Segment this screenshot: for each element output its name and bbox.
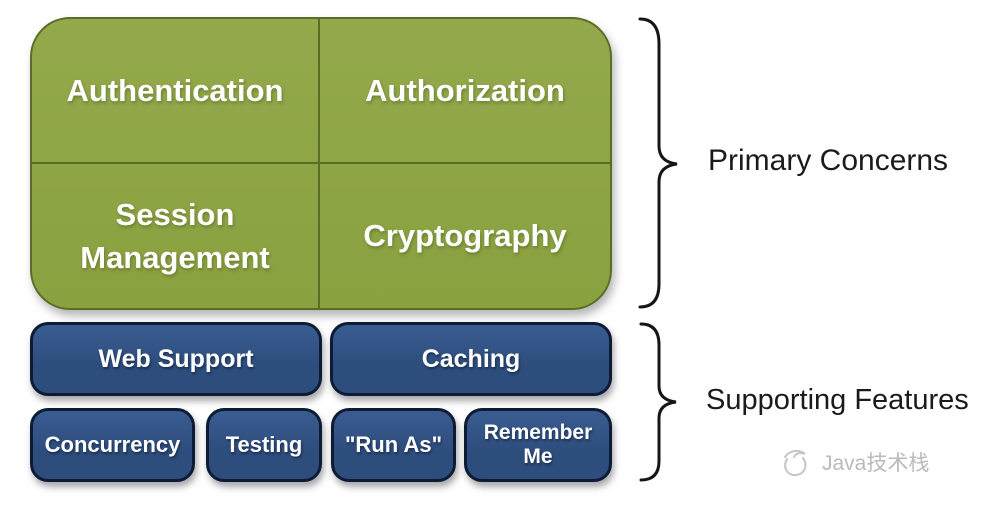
box-concurrency: Concurrency xyxy=(30,408,195,482)
box-web-support: Web Support xyxy=(30,322,322,396)
box-caching: Caching xyxy=(330,322,612,396)
box-remember-me: Remember Me xyxy=(464,408,612,482)
primary-concerns-box: Authentication Authorization Session Man… xyxy=(30,17,612,310)
cell-cryptography: Cryptography xyxy=(363,218,567,254)
horizontal-divider xyxy=(32,162,610,164)
cell-authorization: Authorization xyxy=(365,72,565,108)
java-tech-stack-logo-icon xyxy=(784,449,807,477)
watermark-text: Java技术栈 xyxy=(822,452,930,475)
brace-supporting-icon xyxy=(639,322,677,482)
cell-authentication: Authentication xyxy=(66,72,284,108)
brace-primary-icon xyxy=(638,17,678,309)
box-run-as: "Run As" xyxy=(331,408,456,482)
primary-concerns-label: Primary Concerns xyxy=(708,144,949,177)
box-testing: Testing xyxy=(206,408,322,482)
supporting-features-label: Supporting Features xyxy=(706,384,969,416)
cell-session-management: Session Management xyxy=(80,196,270,275)
watermark: Java技术栈 xyxy=(779,445,929,479)
